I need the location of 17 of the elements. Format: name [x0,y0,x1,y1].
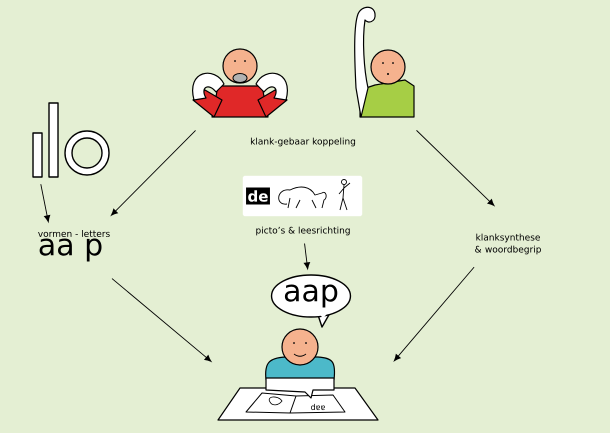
caption: klanksynthese & woordbegrip [475,234,541,254]
letter-label: vormen - letters aa p [38,230,110,262]
step-label: klank-gebaar koppeling [250,138,356,146]
arrow [40,184,50,222]
signing-person-drawing [192,48,288,118]
arrow [304,243,310,270]
paper-word: aap [311,404,325,410]
picture-card: de [242,176,362,216]
arrow [416,130,494,206]
arrow [112,278,212,362]
caption: picto’s & leesrichting [256,226,350,236]
arrow [394,266,475,362]
speech-bubble: aap [270,274,352,328]
letter-shapes-drawing [32,102,110,178]
arrow [110,130,196,216]
raised-hand-person-drawing [354,6,415,118]
reading-child-drawing [217,328,379,421]
